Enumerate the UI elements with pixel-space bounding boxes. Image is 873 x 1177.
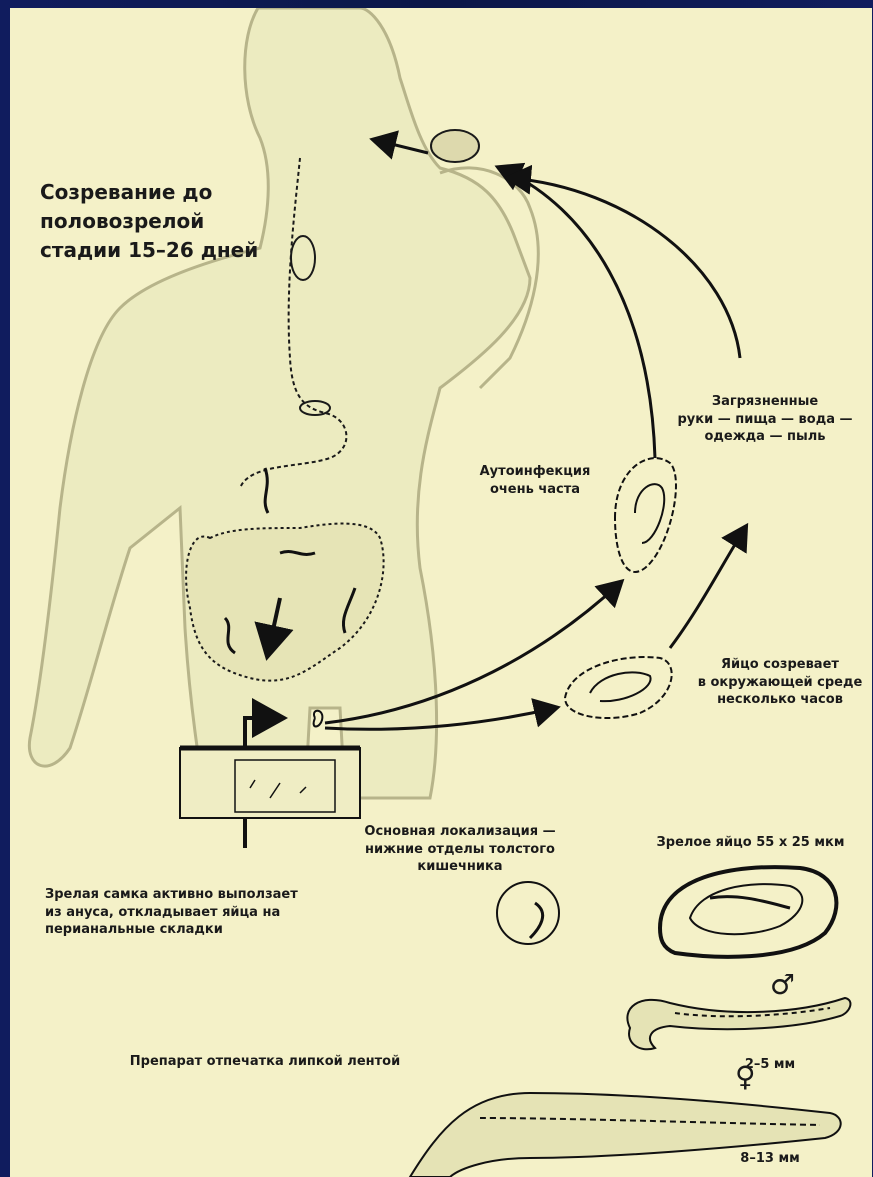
female-size-label: 8–13 мм [710,1150,830,1168]
maturation-label: Созревание до половозрелой стадии 15–26 … [40,178,280,265]
egg-near-mouth [431,130,479,162]
male-symbol: ♂ [770,968,795,1001]
anus-detail [314,711,323,727]
human-body-silhouette [29,8,538,798]
circle-female-specimen [497,882,559,944]
localization-label: Основная локализация — нижние отделы тол… [340,823,580,876]
diagram-panel: Созревание до половозрелой стадии 15–26 … [10,8,872,1177]
male-worm [627,998,850,1049]
tape-label: Препарат отпечатка липкой лентой [100,1053,430,1071]
autoinfection-label: Аутоинфекция очень часта [465,463,605,498]
female-symbol: ♀ [735,1060,756,1093]
male-size-label: 2–5 мм [710,1056,830,1074]
tape-slide [180,748,360,818]
mature-egg [660,867,836,957]
mature-egg-label: Зрелое яйцо 55 х 25 мкм [628,834,872,852]
egg-matures-label: Яйцо созревает в окружающей среде нескол… [690,656,870,709]
contaminated-label: Загрязненные руки — пища — вода — одежда… [660,393,870,446]
female-crawls-label: Зрелая самка активно выползает из ануса,… [45,886,345,939]
